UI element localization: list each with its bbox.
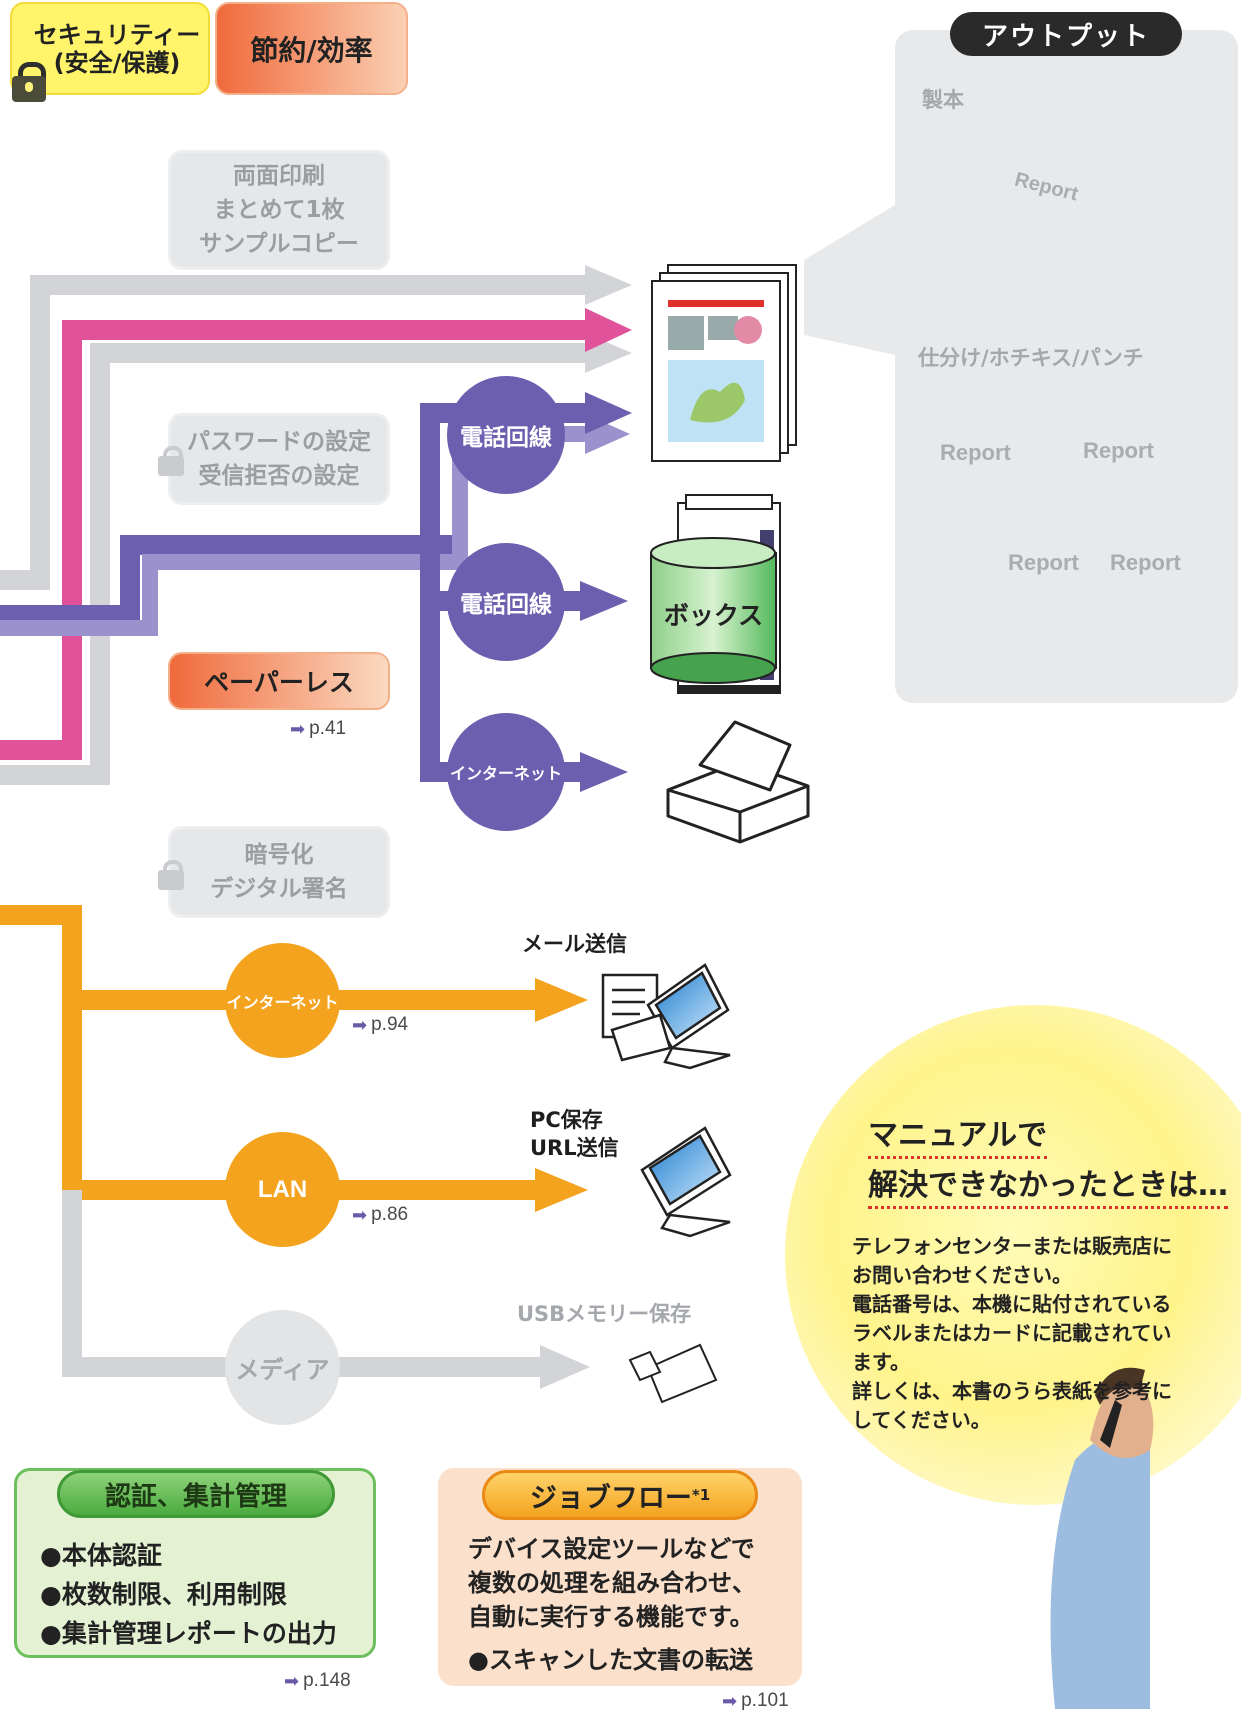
pc-computer-icon	[640, 1126, 732, 1238]
encryption-line-2: デジタル署名	[210, 876, 348, 902]
usb-memory-icon	[628, 1343, 718, 1404]
email-send-label: メール送信	[522, 932, 627, 956]
person-on-phone-illustration	[1050, 1367, 1154, 1709]
duplex-line-1: 両面印刷	[233, 163, 325, 189]
password-line-1: パスワードの設定	[187, 429, 371, 455]
internet-scan-page-ref[interactable]: ➡ p.94	[352, 1014, 408, 1036]
help-heading-line-2: 解決できなかったときは…	[868, 1160, 1228, 1209]
binding-label: 製本	[922, 88, 964, 112]
jobflow-title-text: ジョブフロー	[529, 1482, 692, 1514]
jobflow-page-ref[interactable]: ➡ p.101	[722, 1690, 789, 1712]
savings-tag: 節約/効率	[215, 2, 408, 95]
phone-line-circle-2: 電話回線	[447, 543, 565, 661]
output-panel	[895, 30, 1238, 703]
auth-title-text: 認証、集計管理	[104, 1481, 287, 1512]
paperless-page-ref[interactable]: ➡ p.41	[290, 718, 346, 740]
fax-machine-icon	[666, 720, 810, 844]
page-ref-text: p.94	[371, 1014, 409, 1035]
auth-item: ●枚数制限、利用制限	[40, 1580, 287, 1609]
box-label: ボックス	[663, 601, 764, 630]
document-stack-icon	[651, 264, 797, 462]
page-ref-text: p.86	[371, 1204, 409, 1225]
help-body: テレフォンセンターまたは販売店に お問い合わせください。 電話番号は、本機に貼付…	[852, 1234, 1172, 1432]
arrow-right-icon: ➡	[284, 1670, 300, 1691]
page-ref-text: p.148	[303, 1670, 351, 1691]
lock-icon	[10, 62, 48, 102]
route-label: 電話回線	[460, 592, 552, 618]
report-label: Report	[940, 440, 1011, 465]
auth-items: ●本体認証 ●枚数制限、利用制限 ●集計管理レポートの出力	[40, 1536, 337, 1653]
route-label: インターネット	[449, 764, 562, 783]
output-panel-title: アウトプット	[950, 12, 1182, 56]
lock-icon	[157, 446, 185, 476]
auth-page-ref[interactable]: ➡ p.148	[284, 1670, 351, 1692]
paperless-label: ペーパーレス	[204, 668, 354, 697]
route-label: インターネット	[226, 992, 339, 1012]
encryption-line-1: 暗号化	[244, 842, 314, 868]
internet-scan-circle: インターネット	[225, 943, 340, 1058]
arrow-right-icon: ➡	[352, 1014, 368, 1035]
lan-scan-page-ref[interactable]: ➡ p.86	[352, 1204, 408, 1226]
lock-icon	[157, 860, 185, 890]
report-label: Report	[1110, 550, 1181, 575]
duplex-line-3: サンプルコピー	[199, 231, 359, 257]
email-computer-icon	[601, 963, 731, 1070]
phone-line-circle-1: 電話回線	[447, 376, 565, 494]
lan-scan-circle: LAN	[225, 1132, 340, 1247]
jobflow-item: ●スキャンした文書の転送	[468, 1646, 753, 1674]
output-title-text: アウトプット	[981, 21, 1150, 52]
arrow-right-icon: ➡	[352, 1204, 368, 1225]
finishing-label: 仕分け/ホチキス/パンチ	[918, 346, 1144, 370]
password-features-box: パスワードの設定 受信拒否の設定	[168, 413, 390, 505]
paperless-tag: ペーパーレス	[168, 652, 390, 710]
report-label: Report	[1083, 438, 1154, 463]
media-scan-circle: メディア	[225, 1310, 340, 1425]
page-ref-text: p.41	[309, 718, 347, 739]
duplex-features-box: 両面印刷 まとめて1枚 サンプルコピー	[168, 150, 390, 270]
duplex-line-2: まとめて1枚	[213, 197, 345, 223]
usb-save-label: USBメモリー保存	[517, 1302, 692, 1326]
auth-box-title: 認証、集計管理	[57, 1470, 335, 1518]
page-ref-text: p.101	[741, 1690, 789, 1711]
arrow-right-icon: ➡	[290, 718, 306, 739]
arrow-right-icon: ➡	[722, 1690, 738, 1711]
auth-item: ●本体認証	[40, 1541, 162, 1570]
pc-save-label: PC保存 URL送信	[530, 1108, 619, 1160]
security-tag-label: セキュリティー (安全/保護)	[33, 20, 201, 77]
savings-tag-label: 節約/効率	[250, 33, 373, 67]
encryption-features-box: 暗号化 デジタル署名	[168, 826, 390, 918]
route-label: 電話回線	[460, 425, 552, 451]
auth-item: ●集計管理レポートの出力	[40, 1619, 337, 1648]
route-label: メディア	[235, 1356, 330, 1384]
internet-fax-circle: インターネット	[447, 713, 565, 831]
jobflow-description: デバイス設定ツールなどで 複数の処理を組み合わせ、 自動に実行する機能です。	[468, 1535, 756, 1631]
route-label: LAN	[257, 1175, 308, 1203]
report-label: Report	[1008, 550, 1079, 575]
box-cylinder-icon	[650, 537, 777, 684]
jobflow-box-title: ジョブフロー *1	[482, 1470, 758, 1520]
password-line-2: 受信拒否の設定	[198, 463, 360, 489]
help-heading-line-1: マニュアルで	[868, 1110, 1048, 1159]
jobflow-footnote-marker: *1	[691, 1486, 711, 1504]
security-tag: セキュリティー (安全/保護)	[10, 2, 210, 95]
